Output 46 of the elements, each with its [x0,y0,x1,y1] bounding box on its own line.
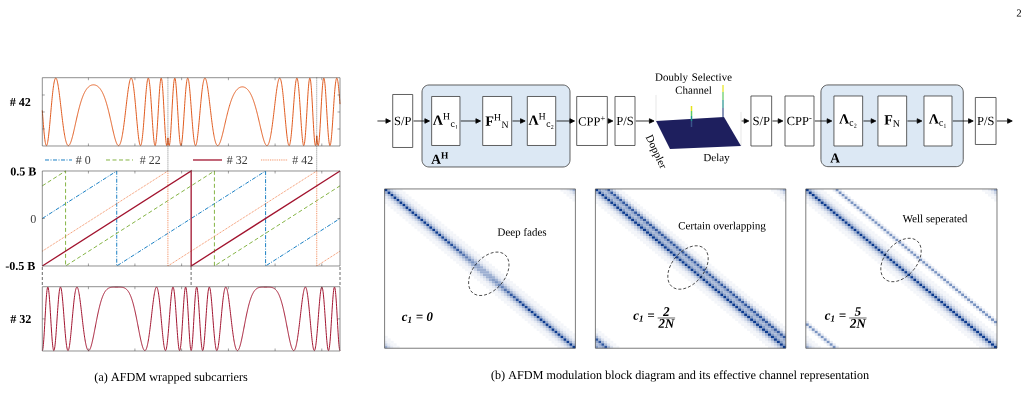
arrow [952,118,974,124]
plot-label: # 42 [9,98,31,106]
process-box: CPP$^{+}$ [576,96,608,146]
arrow [863,118,877,124]
process-box: F$^{H}$N [482,96,513,146]
process-box: Λ$^{H}$c₁ [431,96,461,146]
arrow [377,118,391,124]
caption: (a) AFDM wrapped subcarriers [94,372,248,384]
process-box: Λ$_{c₁}$ [923,95,953,147]
plot-title: Doubly Selective Channel [655,73,732,94]
arrow [814,118,833,124]
arrow [635,118,655,124]
legend-label: # 0 [75,155,91,165]
process-box: P/S [974,97,997,145]
equation: c$_{1}$ = 5 2N [824,307,867,328]
page-number: 2 [1016,9,1022,17]
caption: (b) AFDM modulation block diagram and its effective channel representation [491,370,869,382]
tick-label: 0.5 B [10,167,36,176]
process-box: S/P [392,94,414,148]
annotation-text: Well seperated [902,214,968,225]
process-box: Λ$^{H}$c₂ [526,96,557,146]
process-box: F$_{N}$ [877,95,908,147]
arrow [512,118,526,124]
equation: c$_{1}$ = 0 [401,312,433,323]
arrow [556,118,575,124]
plot-label: # 32 [10,314,31,323]
annotation-text: Deep fades [497,227,547,239]
arrow [772,118,784,124]
process-box: P/S [614,96,636,146]
arrow [996,118,1013,124]
arrow [907,118,923,124]
legend-label: # 22 [139,156,161,164]
process-box: S/P [750,95,773,147]
arrow [460,118,481,124]
annotation-text: Certain overlapping [678,221,766,232]
process-box: CPP$^{-}$ [784,95,815,147]
tick-label: -0.5 B [5,261,35,271]
equation: c$_{1}$ = 2 2N [633,307,676,328]
legend-label: # 42 [292,156,313,164]
arrow [741,118,750,124]
axis-label: Delay [703,153,730,164]
arrow [413,118,430,124]
legend-label: # 32 [226,155,248,164]
process-box: Λ$_{c₂}$ [833,95,864,147]
arrow [607,118,614,124]
tick-label: 0 [30,214,36,224]
